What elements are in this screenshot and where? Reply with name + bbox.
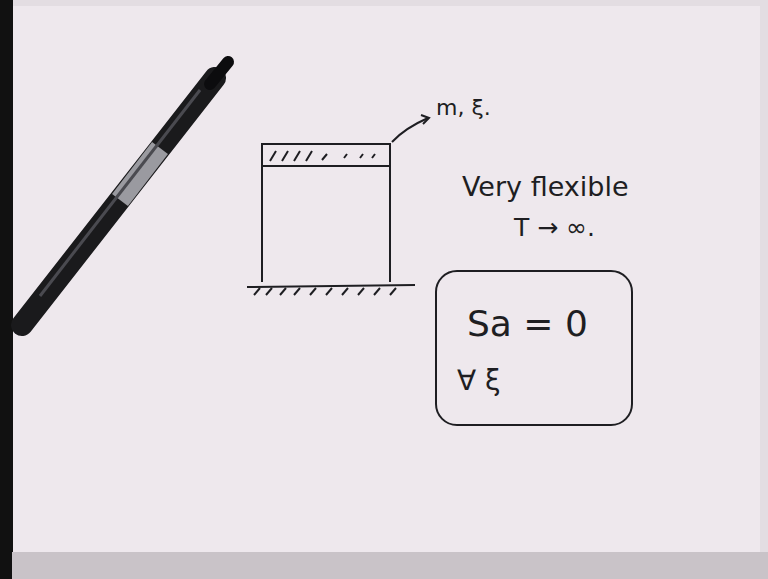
pen xyxy=(22,62,228,325)
dark-edge xyxy=(0,0,13,579)
formula-text: Sa = 0 xyxy=(467,304,631,344)
boxed-result: Sa = 0 ∀ ξ xyxy=(435,270,633,426)
period-note: T → ∞. xyxy=(514,214,595,242)
mass-damping-label: m, ξ. xyxy=(436,96,491,120)
paper-sheet xyxy=(12,6,760,556)
table-edge xyxy=(12,552,768,579)
frame-drawing xyxy=(247,115,429,295)
formula-text: ∀ ξ xyxy=(457,366,631,397)
note-text: Very flexible xyxy=(462,172,629,202)
